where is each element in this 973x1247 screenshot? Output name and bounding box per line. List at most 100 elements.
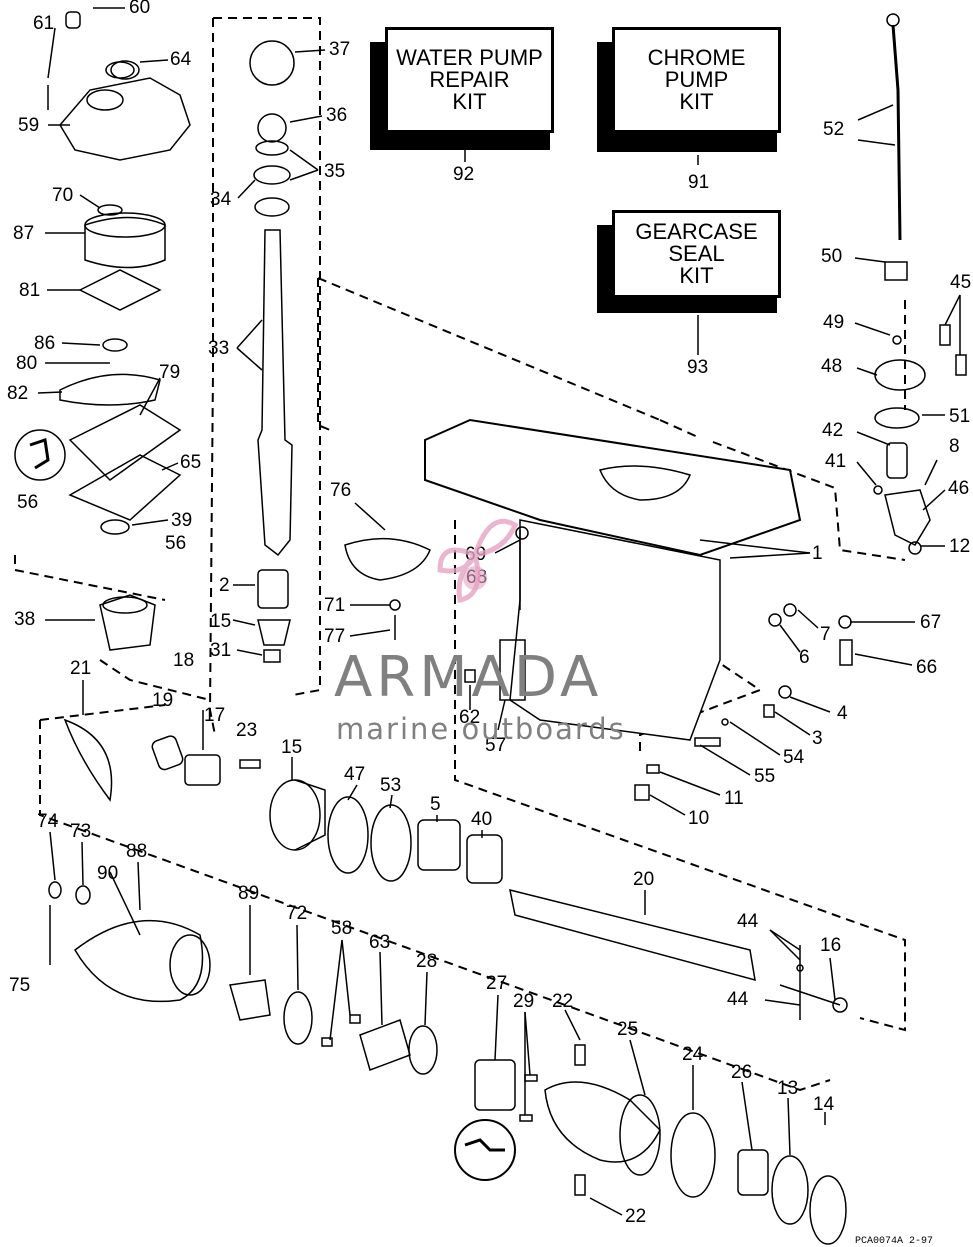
callout-31: 31 [210,640,232,661]
callout-17: 17 [204,705,226,726]
callout-44-bottom: 44 [727,989,749,1010]
callout-56-right: 56 [165,533,187,554]
callout-20: 20 [633,869,655,890]
callout-29: 29 [513,991,535,1012]
callout-88: 88 [126,841,148,862]
callout-40: 40 [471,809,493,830]
callout-19: 19 [152,690,174,711]
callout-86: 86 [34,333,56,354]
callout-15-mid: 15 [281,737,303,758]
callout-66: 66 [916,657,938,678]
callout-15-top: 15 [210,611,232,632]
callout-39: 39 [171,510,193,531]
callout-87: 87 [13,223,35,244]
callout-3: 3 [812,728,823,749]
callout-7: 7 [820,624,831,645]
callout-24: 24 [682,1044,704,1065]
drawing-code: PCA0074A 2-97 [855,1236,934,1247]
callout-4: 4 [837,703,848,724]
callout-71: 71 [324,595,346,616]
gearcase-seal-kit-box: GEARCASE SEAL KIT [612,210,781,298]
callout-11: 11 [724,788,744,809]
callout-16: 16 [820,935,842,956]
watermark-brand: ARMADA [334,645,603,710]
callout-10: 10 [688,808,710,829]
chrome-pump-kit-box: CHROME PUMP KIT [612,27,781,133]
callout-34: 34 [210,189,232,210]
callout-79: 79 [159,362,181,383]
callout-89: 89 [238,883,260,904]
callout-72: 72 [286,903,308,924]
callout-50: 50 [821,246,843,267]
callout-82: 82 [7,383,29,404]
kit-box-shadow-91 [597,42,615,152]
callout-55: 55 [754,766,776,787]
callout-75: 75 [9,975,31,996]
callout-2: 2 [219,575,230,596]
callout-27: 27 [486,973,508,994]
callout-38: 38 [14,609,36,630]
callout-80: 80 [16,353,38,374]
callout-64: 64 [170,49,192,70]
callout-61: 61 [33,13,55,34]
callout-36: 36 [326,105,348,126]
callout-13: 13 [777,1078,799,1099]
callout-57: 57 [485,735,507,756]
water-pump-kit-box: WATER PUMP REPAIR KIT [385,27,554,133]
callout-77: 77 [324,626,346,647]
callout-63: 63 [369,932,391,953]
callout-22-top: 22 [552,991,574,1012]
callout-37: 37 [329,39,351,60]
kit-box-shadow-92-bottom [370,130,550,150]
callout-54: 54 [783,747,805,768]
callout-21: 21 [70,658,92,679]
callout-14: 14 [813,1094,835,1115]
callout-28: 28 [416,951,438,972]
callout-49: 49 [823,312,845,333]
callout-56-left: 56 [17,492,39,513]
callout-45: 45 [950,272,972,293]
callout-67: 67 [920,612,942,633]
callout-8: 8 [949,436,960,457]
callout-33: 33 [208,338,230,359]
callout-12: 12 [949,536,971,557]
callout-81: 81 [19,280,41,301]
callout-90: 90 [97,863,119,884]
callout-74: 74 [37,811,59,832]
callout-42: 42 [822,420,844,441]
callout-52: 52 [823,119,845,140]
callout-1: 1 [812,543,823,564]
callout-22-bottom: 22 [625,1206,647,1227]
kit-box-shadow-93 [597,225,615,313]
kit-number-92: 92 [453,164,475,185]
callout-53: 53 [380,775,402,796]
callout-41: 41 [825,451,847,472]
kit-number-91: 91 [688,172,710,193]
callout-23: 23 [236,720,258,741]
watermark-tagline: marine outboards [336,712,626,746]
callout-65: 65 [180,452,202,473]
armada-propeller-logo [437,518,519,603]
callout-18: 18 [173,650,195,671]
callout-51: 51 [949,406,971,427]
callout-70: 70 [52,185,74,206]
callout-25: 25 [617,1019,639,1040]
kit-box-shadow-92 [370,42,388,150]
callout-62: 62 [459,707,481,728]
kit-box-shadow-93-bottom [597,293,777,313]
callout-48: 48 [821,356,843,377]
callout-60: 60 [129,0,151,18]
callout-76: 76 [330,480,352,501]
callout-58: 58 [331,918,353,939]
callout-46: 46 [948,478,970,499]
callout-6: 6 [799,647,810,668]
callout-35: 35 [324,161,346,182]
callout-44-top: 44 [737,911,759,932]
callout-47: 47 [344,764,366,785]
kit-box-shadow-91-bottom [597,132,777,152]
callout-26: 26 [731,1062,753,1083]
callout-59: 59 [18,115,40,136]
callout-73: 73 [70,821,92,842]
kit-number-93: 93 [687,357,709,378]
